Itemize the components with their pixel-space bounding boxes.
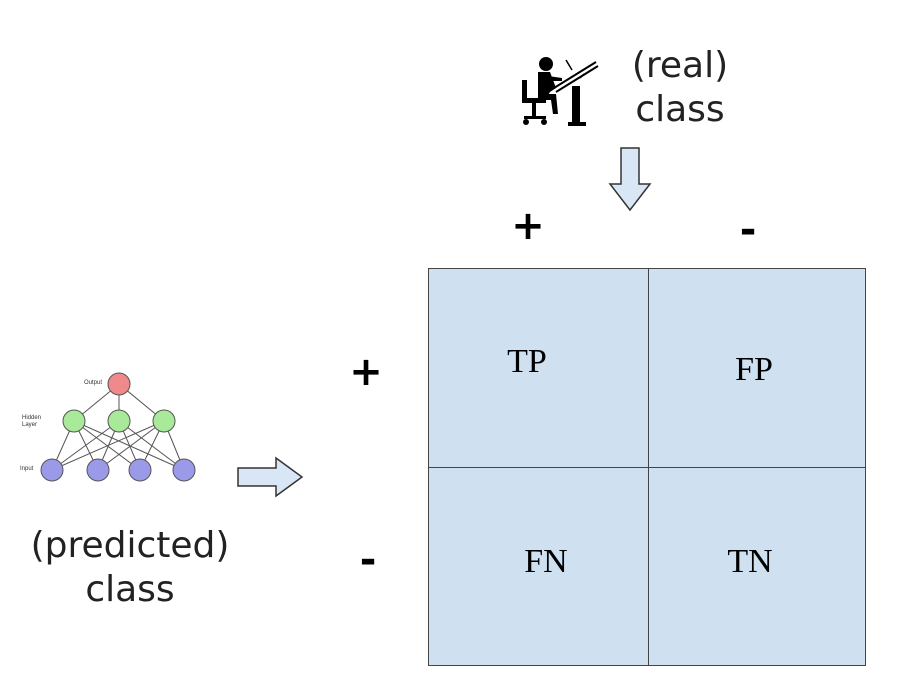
predicted-class-line2: class [85, 569, 175, 610]
cell-false-positive: FP [735, 351, 773, 388]
right-arrow-icon [237, 456, 304, 498]
cell-true-negative: TN [727, 543, 773, 580]
hidden-label-1: Hidden [22, 415, 41, 421]
hidden-node [107, 409, 131, 433]
input-node [172, 458, 196, 482]
column-positive-sign: + [511, 203, 545, 249]
output-node [107, 372, 131, 396]
hidden-node [62, 409, 86, 433]
input-label: Input [20, 466, 34, 472]
real-class-line1: (real) [631, 45, 729, 86]
row-positive-sign: + [349, 349, 383, 395]
cell-true-positive: TP [507, 343, 547, 380]
matrix-divider-horizontal [428, 467, 866, 468]
predicted-class-line1: (predicted) [30, 525, 230, 566]
real-class-label: (real) class [610, 44, 750, 132]
cell-false-negative: FN [524, 543, 568, 580]
predicted-class-label: (predicted) class [0, 524, 260, 612]
input-node [40, 458, 64, 482]
row-negative-sign: - [359, 537, 377, 583]
output-label: Output [84, 380, 102, 386]
engineer-icon [522, 57, 599, 126]
hidden-label-2: Layer [22, 422, 37, 428]
input-node [128, 458, 152, 482]
input-node [86, 458, 110, 482]
real-class-line2: class [635, 89, 725, 130]
neural-network-icon: Output Hidden Layer Input [20, 372, 196, 482]
column-negative-sign: - [739, 207, 757, 253]
hidden-node [152, 409, 176, 433]
down-arrow-icon [608, 147, 652, 212]
